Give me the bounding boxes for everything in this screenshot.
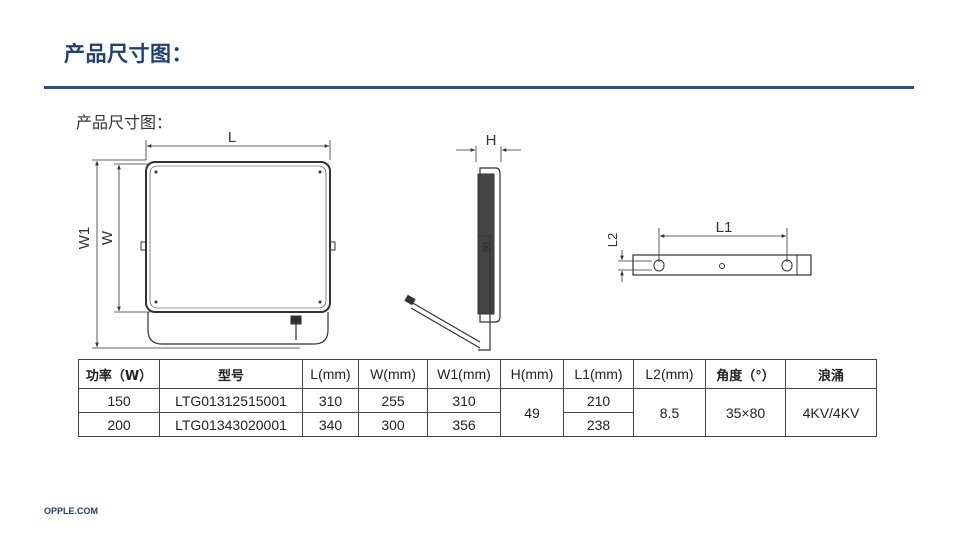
header-model: 型号 — [159, 359, 303, 389]
header-W: W(mm) — [358, 359, 428, 389]
cell-L: 310 — [302, 388, 359, 413]
spec-table: 功率（W） 型号 L(mm) W(mm) W1(mm) H(mm) L1(mm)… — [78, 359, 877, 437]
drawing-caption: 产品尺寸图： — [76, 113, 173, 132]
cell-W: 255 — [358, 388, 428, 413]
header-L2: L2(mm) — [633, 359, 706, 389]
cell-H: 49 — [500, 388, 564, 437]
table-row: 200 LTG01343020001 340 300 356 238 — [78, 412, 877, 437]
front-view — [92, 140, 336, 349]
header-W1: W1(mm) — [427, 359, 501, 389]
cell-power: 200 — [78, 412, 160, 437]
bracket-detail — [618, 228, 812, 282]
cell-L1: 210 — [563, 388, 634, 413]
header-H: H(mm) — [500, 359, 564, 389]
cell-L1: 238 — [563, 412, 634, 437]
side-view — [404, 146, 521, 351]
header-surge: 浪涌 — [785, 359, 877, 389]
header-power: 功率（W） — [78, 359, 160, 389]
header-L: L(mm) — [302, 359, 359, 389]
title-divider — [44, 86, 914, 89]
header-L1: L1(mm) — [563, 359, 634, 389]
header-angle: 角度（°） — [705, 359, 786, 389]
page-title: 产品尺寸图： — [64, 42, 193, 66]
cell-power: 150 — [78, 388, 160, 413]
cell-W: 300 — [358, 412, 428, 437]
dim-label-L1: L1 — [716, 219, 733, 236]
cell-L: 340 — [302, 412, 359, 437]
cell-surge: 4KV/4KV — [785, 388, 877, 437]
cell-model: LTG01312515001 — [159, 388, 303, 413]
dim-label-W1: W1 — [76, 227, 93, 250]
cell-angle: 35×80 — [705, 388, 786, 437]
dim-label-W: W — [99, 230, 116, 245]
cell-L2: 8.5 — [633, 388, 706, 437]
table-row: 150 LTG01312515001 310 255 310 49 210 8.… — [78, 388, 877, 437]
cell-model: LTG01343020001 — [159, 412, 303, 437]
table-header-row: 功率（W） 型号 L(mm) W(mm) W1(mm) H(mm) L1(mm)… — [78, 359, 877, 389]
cell-W1: 356 — [427, 412, 501, 437]
dimension-drawing: L W1 W H L1 — [76, 129, 812, 351]
footer-brand: OPPLE.COM — [44, 506, 99, 516]
cell-W1: 310 — [427, 388, 501, 413]
dim-label-L2: L2 — [605, 233, 620, 247]
dim-label-H: H — [486, 132, 497, 149]
dim-label-L: L — [228, 129, 236, 146]
